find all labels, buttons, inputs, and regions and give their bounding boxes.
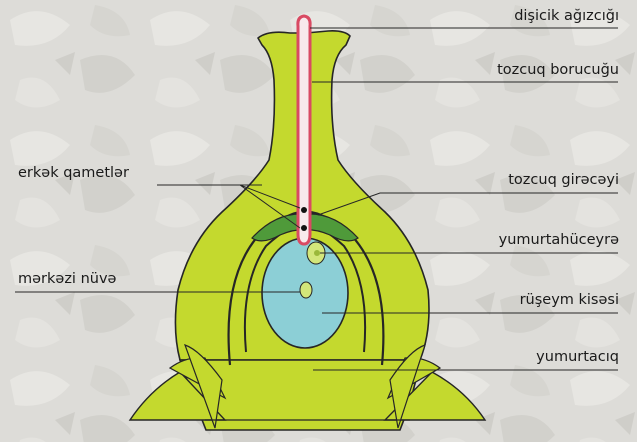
label-male-gametes: erkək qametlər <box>18 165 129 181</box>
label-micropyle: tozcuq girəcəyi <box>508 172 619 188</box>
label-embryo-sac: rüşeym kisəsi <box>520 292 619 308</box>
central-nucleus <box>300 282 312 298</box>
label-pollen-tube: tozcuq borucuğu <box>497 62 619 78</box>
male-gamete-2 <box>301 225 307 231</box>
label-stigma: dişicik ağızcığı <box>514 8 619 24</box>
label-central-nucleus: mərkəzi nüvə <box>18 271 116 287</box>
egg-nucleus <box>314 250 320 256</box>
label-egg-cell: yumurtahüceyrə <box>499 232 619 248</box>
label-ovule: yumurtacıq <box>536 349 619 365</box>
male-gamete-1 <box>301 207 307 213</box>
